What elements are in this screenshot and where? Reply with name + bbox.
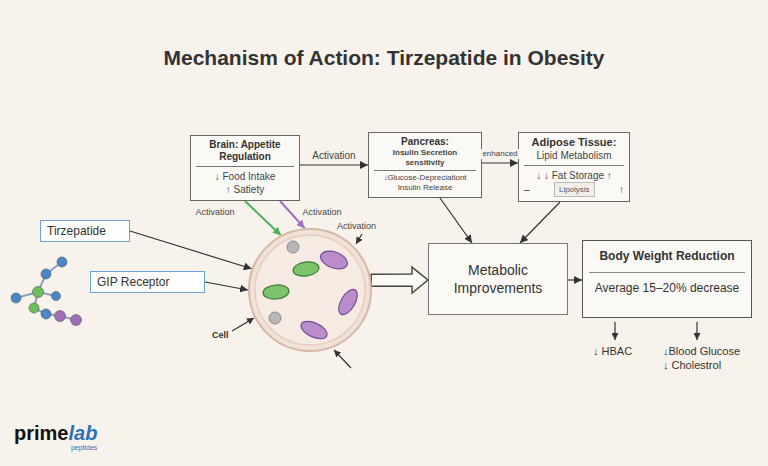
node-heading: Pancreas: (374, 136, 476, 148)
cell-circle: Cell (248, 228, 372, 352)
edge-label: Activation (194, 207, 235, 218)
lipolysis-row: – Lipolysis ↑ (524, 182, 624, 197)
outcome-label: ↓Blood Glucose (663, 344, 740, 358)
block-arrow (371, 267, 428, 293)
logo-subtext: peptides (71, 443, 97, 453)
outcome-arrow (614, 322, 615, 340)
outcome-arrow (696, 322, 697, 340)
organelle (262, 284, 289, 300)
connector-arrow (205, 282, 248, 290)
connector-arrow (482, 162, 518, 163)
molecule-illustration (16, 262, 76, 320)
node-heading: Metabolic Improvements (433, 261, 563, 297)
node-text: ↓ ↓ Fat Storage ↑ (524, 169, 624, 182)
connector-arrow (440, 198, 472, 243)
node-heading: Brain: Appetite Regulation (196, 139, 294, 167)
node-text: ↑ (619, 183, 624, 196)
connector-arrow (130, 231, 252, 269)
process-box: Pancreas:Insulin Secretion sensitivity↓G… (368, 132, 482, 198)
node-text: Average 15–20% decrease (589, 281, 745, 296)
result-box: Metabolic Improvements (428, 243, 568, 315)
cell-outline (248, 228, 372, 352)
outcome-label: ↓ HBAC (593, 344, 632, 358)
node-text: Lipid Metabolism (524, 149, 624, 166)
edge-label: Activation (311, 150, 356, 162)
logo-text: lab (68, 422, 97, 445)
node-text: ↓Glucose-Depreciationt Insulin Release (374, 173, 476, 193)
logo-text: prime (14, 422, 68, 445)
connector-arrow (568, 279, 582, 280)
edge-label: Activation (337, 220, 376, 232)
process-box: Brain: Appetite Regulation ↓ Food Intake↑… (190, 135, 300, 201)
vesicle (269, 312, 281, 324)
node-text: Insulin Secretion sensitivity (374, 148, 476, 171)
edge-label: enhanced (481, 149, 518, 159)
activation-leader-line (356, 234, 362, 244)
diagram-title: Mechanism of Action: Tirzepatide in Obes… (0, 46, 768, 70)
node-heading: Adipose Tissue: (524, 136, 624, 149)
drug-box: Tirzepatide (40, 220, 130, 242)
logo: primelab (14, 422, 97, 445)
molecule-atoms (11, 257, 82, 326)
organelle (298, 318, 329, 343)
outcome-label: ↓ Cholestrol (663, 358, 721, 372)
organelle (318, 248, 350, 273)
node-heading: Body Weight Reduction (589, 249, 745, 273)
node-heading: Tirzepatide (47, 224, 123, 238)
node-text: Lipolysis (554, 182, 595, 197)
organelle (292, 260, 320, 277)
connector-arrow (520, 202, 560, 243)
receptor-box: GIP Receptor (90, 271, 205, 293)
connector-arrow (300, 164, 368, 165)
connector-arrow (245, 201, 281, 235)
process-box: Adipose Tissue:Lipid Metabolism ↓ ↓ Fat S… (518, 132, 630, 202)
vesicle (287, 241, 299, 253)
edge-label: Activation (301, 207, 342, 218)
node-heading: GIP Receptor (97, 275, 198, 289)
node-text: ↑ Satiety (196, 183, 294, 196)
node-text: – (524, 183, 530, 196)
pointer-line (334, 350, 351, 368)
cell-leader-line (232, 318, 254, 331)
node-heading: Cell (212, 330, 229, 340)
organelle (335, 286, 361, 317)
result-box: Body Weight ReductionAverage 15–20% decr… (582, 240, 752, 318)
node-text: ↓ Food Intake (196, 170, 294, 183)
